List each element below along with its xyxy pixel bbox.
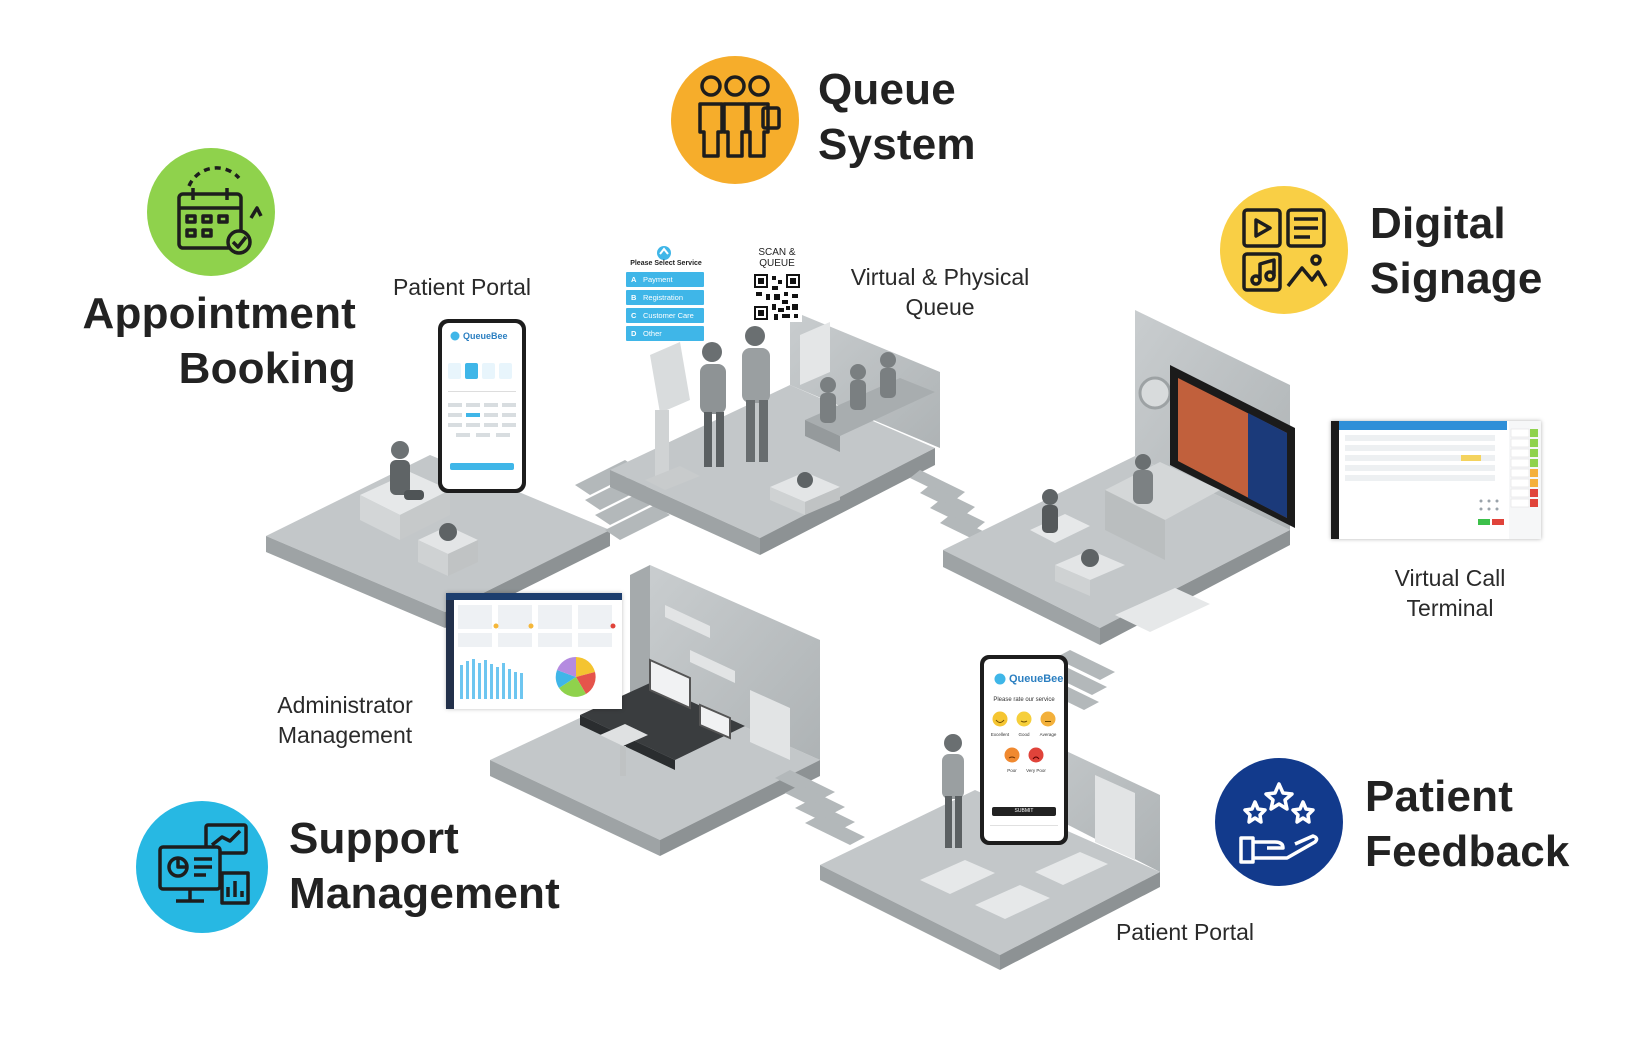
queuebee-logo-icon bbox=[994, 673, 1006, 685]
rating-very-poor[interactable]: Very Poor bbox=[1024, 747, 1048, 773]
virtual-call-terminal-label: Virtual Call Terminal bbox=[1355, 563, 1545, 623]
digital-signage-icon-badge bbox=[1220, 186, 1348, 314]
scan-queue-label: SCAN & QUEUE bbox=[745, 247, 809, 269]
face-poor-icon bbox=[1004, 747, 1020, 763]
patient-portal-bottom-label: Patient Portal bbox=[1115, 919, 1255, 945]
kiosk-option-key: C bbox=[631, 311, 637, 320]
kiosk-option-label: Other bbox=[643, 329, 662, 338]
dashboard-preview bbox=[446, 593, 622, 709]
heading-line: Appointment bbox=[82, 289, 356, 338]
queue-system-icon-badge bbox=[671, 56, 799, 184]
feedback-prompt: Please rate our service bbox=[993, 697, 1055, 703]
administrator-management-label: Administrator Management bbox=[255, 690, 435, 750]
label-line: Management bbox=[277, 722, 413, 748]
calendar-check-icon bbox=[177, 166, 263, 255]
heading-line: Support bbox=[289, 814, 460, 863]
people-queue-icon bbox=[698, 75, 781, 158]
heading-line: Signage bbox=[1370, 254, 1543, 303]
hand-stars-icon bbox=[1239, 782, 1319, 864]
virtual-physical-queue-label: Virtual & Physical Queue bbox=[830, 262, 1050, 322]
heading-line: Management bbox=[289, 869, 560, 918]
appointment-phone: QueueBee bbox=[438, 319, 526, 493]
support-management-icon-badge bbox=[136, 801, 268, 933]
heading-line: Queue bbox=[818, 65, 956, 114]
kiosk-option-customer-care[interactable]: C Customer Care bbox=[626, 308, 704, 323]
kiosk-option-key: D bbox=[631, 329, 637, 338]
pie-chart-graphic bbox=[555, 656, 596, 697]
heading-line: Feedback bbox=[1365, 827, 1570, 876]
rating-label: Average bbox=[1039, 732, 1057, 737]
face-good-icon bbox=[1016, 711, 1032, 727]
kiosk-option-key: A bbox=[631, 275, 637, 284]
heading-line: Digital bbox=[1370, 199, 1506, 248]
heading-line: Patient bbox=[1365, 772, 1514, 821]
support-management-heading: Support Management bbox=[289, 811, 560, 921]
face-very-poor-icon bbox=[1028, 747, 1044, 763]
kiosk-option-label: Customer Care bbox=[643, 311, 694, 320]
admin-room bbox=[490, 565, 820, 856]
rating-excellent[interactable]: Excellent bbox=[988, 711, 1012, 737]
rating-average[interactable]: Average bbox=[1036, 711, 1060, 737]
kiosk-option-label: Payment bbox=[643, 275, 673, 284]
brand-name: QueueBee bbox=[463, 331, 508, 341]
patient-portal-top-label: Patient Portal bbox=[392, 274, 532, 300]
kiosk-option-registration[interactable]: B Registration bbox=[626, 290, 704, 305]
brand-name: QueueBee bbox=[1009, 673, 1064, 685]
media-signage-icon bbox=[1242, 208, 1328, 292]
face-excellent-icon bbox=[992, 711, 1008, 727]
heading-line: Booking bbox=[178, 344, 356, 393]
digital-signage-heading: Digital Signage bbox=[1370, 196, 1543, 306]
kiosk-option-label: Registration bbox=[643, 293, 684, 302]
kiosk-option-payment[interactable]: A Payment bbox=[626, 272, 704, 287]
scan-queue-line2: QUEUE bbox=[759, 258, 795, 269]
label-line: Virtual Call bbox=[1394, 565, 1506, 591]
dashboard-monitor-icon bbox=[158, 823, 250, 905]
label-line: Terminal bbox=[1406, 595, 1494, 621]
appointment-booking-icon-badge bbox=[147, 148, 275, 276]
rating-label: Excellent bbox=[990, 732, 1010, 737]
queue-system-heading: Queue System bbox=[818, 62, 976, 172]
admin-dashboard-screenshot bbox=[446, 593, 622, 709]
label-line: Virtual & Physical bbox=[850, 264, 1030, 290]
label-line: Queue bbox=[905, 294, 975, 320]
appointment-room bbox=[266, 441, 610, 628]
patient-feedback-icon-badge bbox=[1215, 758, 1343, 886]
signage-room bbox=[943, 310, 1295, 645]
phone-brand: QueueBee bbox=[994, 673, 1063, 685]
call-terminal-screenshot bbox=[1331, 421, 1541, 539]
stairs-bottom bbox=[775, 770, 865, 845]
qr-code-icon[interactable] bbox=[752, 272, 802, 322]
booking-calendar-ui bbox=[448, 363, 516, 470]
phone-screen: QueueBee bbox=[442, 323, 522, 489]
rating-label: Very Poor bbox=[1026, 768, 1046, 773]
label-line: Administrator bbox=[277, 692, 413, 718]
kiosk-title: Please Select Service bbox=[630, 260, 702, 267]
scan-queue-line1: SCAN & bbox=[758, 247, 796, 258]
rating-label: Poor bbox=[1007, 768, 1017, 773]
patient-feedback-heading: Patient Feedback bbox=[1365, 769, 1570, 879]
tab-bar-divider bbox=[990, 825, 1058, 826]
face-average-icon bbox=[1040, 711, 1056, 727]
queuebee-logo-icon bbox=[657, 246, 671, 260]
submit-button[interactable]: SUBMIT bbox=[992, 807, 1056, 816]
call-terminal-preview bbox=[1331, 421, 1541, 539]
phone-screen: QueueBee Please rate our service Excelle… bbox=[984, 659, 1064, 841]
queuebee-logo-icon bbox=[450, 331, 460, 341]
rating-good[interactable]: Good bbox=[1012, 711, 1036, 737]
rating-poor[interactable]: Poor bbox=[1000, 747, 1024, 773]
phone-brand: QueueBee bbox=[450, 331, 508, 341]
queue-room bbox=[610, 310, 940, 555]
feedback-phone: QueueBee Please rate our service Excelle… bbox=[980, 655, 1068, 845]
appointment-booking-heading: Appointment Booking bbox=[52, 286, 356, 396]
kiosk-option-other[interactable]: D Other bbox=[626, 326, 704, 341]
heading-line: System bbox=[818, 120, 976, 169]
kiosk-option-key: B bbox=[631, 293, 637, 302]
rating-label: Good bbox=[1018, 732, 1030, 737]
